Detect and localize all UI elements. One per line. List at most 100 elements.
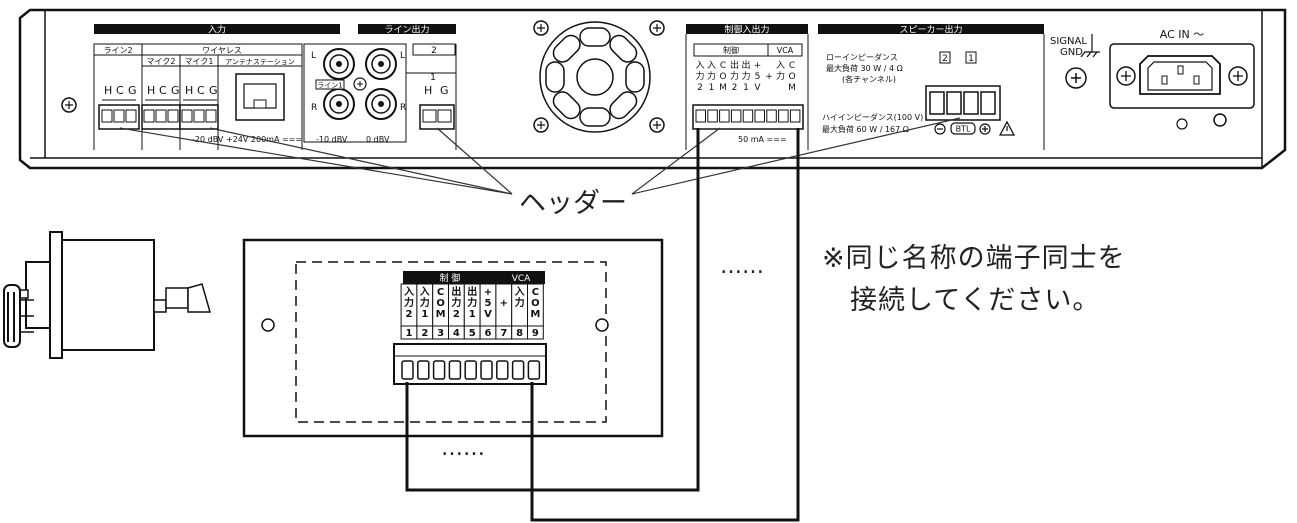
control-io-title: 制御入出力: [724, 24, 769, 36]
remote-terminal-pin: [417, 360, 430, 380]
fan-screw-icon: [533, 20, 665, 133]
remote-terminal-pin: [527, 360, 541, 380]
control-pin-char: 力: [730, 70, 739, 82]
remote-pin-char: 入: [420, 286, 430, 298]
line-out-1-label: 1: [430, 73, 436, 83]
remote-pin-char: 力: [515, 296, 525, 309]
speaker-ch1: 1: [968, 54, 974, 64]
remote-pin-number: 3: [437, 328, 444, 339]
line-out-2-label: 2: [431, 46, 437, 56]
hcg-label: C: [197, 84, 205, 97]
label-mic2: マイク2: [147, 57, 176, 66]
speaker-section-title: スピーカー出力: [899, 24, 962, 36]
remote-terminal-pin: [511, 360, 525, 380]
remote-terminal-pin: [401, 360, 414, 380]
remote-pin-char: +: [484, 287, 492, 298]
control-pin-char: M: [719, 83, 727, 93]
remote-pin-char: 2: [453, 309, 460, 320]
control-pin-char: 入: [776, 60, 785, 71]
remote-pin-char: M: [530, 309, 540, 320]
remote-pin-char: C: [532, 287, 539, 298]
control-pin-char: C: [789, 61, 795, 71]
speaker-ch2: 2: [942, 54, 948, 64]
remote-terminal-pin: [432, 360, 446, 380]
label-line1: ライン1: [317, 82, 342, 90]
control-pin-char: O: [788, 72, 795, 82]
terminal-block-line-out: [419, 104, 455, 130]
vca-label: VCA: [777, 46, 794, 55]
remote-pin-char: O: [531, 298, 540, 309]
remote-pin-char: O: [436, 298, 445, 309]
remote-pin-char: 力: [467, 296, 477, 309]
hcg-label: H: [104, 84, 112, 97]
header-callout-lines: [119, 117, 961, 195]
remote-panel: 制 御 VCA 入力21入力12COM3出力24出力15+5V6+7入力8COM…: [242, 238, 664, 438]
remote-terminal-pin: [496, 360, 509, 380]
low-impedance: ローインピーダンス: [826, 52, 898, 62]
cooling-fan-icon: [539, 21, 651, 133]
control-pin-char: O: [719, 72, 726, 82]
remote-pin-number: 6: [485, 328, 492, 339]
remote-pin-char: 力: [451, 296, 461, 309]
hcg-label: G: [171, 84, 180, 97]
control-pin-char: +: [765, 72, 773, 82]
ellipsis-top: ……: [720, 254, 764, 279]
remote-terminal-pin: [464, 360, 477, 380]
remote-pin-number: 7: [500, 328, 507, 339]
label-line2: ライン2: [103, 46, 132, 55]
terminal-block-line2: [98, 104, 140, 130]
remote-pin-char: 1: [469, 309, 476, 320]
terminal-block-speaker: [925, 85, 1001, 121]
remote-pin-char: M: [436, 309, 446, 320]
label-mic1: マイク1: [185, 57, 214, 66]
note-line-1: ※同じ名称の端子同士を: [822, 243, 1126, 274]
control-terminal-pin: [754, 109, 765, 123]
warning-icon: [998, 120, 1016, 136]
control-terminal-pin: [766, 109, 777, 123]
terminal-block-mic2: [141, 104, 181, 130]
rca-in-level: -10 dBV: [316, 135, 348, 144]
control-pin-char: V: [754, 83, 761, 93]
connection-wires: [405, 128, 800, 522]
control-terminal-pin: [789, 109, 801, 123]
remote-pin-number: 4: [453, 328, 460, 339]
control-pin-char: 入: [695, 60, 704, 71]
control-pin-char: M: [788, 83, 796, 93]
line-out-section-title: ライン出力: [384, 24, 429, 36]
control-current: 50 mA ===: [738, 135, 787, 144]
remote-pin-char: C: [437, 287, 444, 298]
rca-jacks: [303, 43, 407, 143]
hcg-label: G: [209, 84, 218, 97]
control-pin-char: 力: [741, 70, 750, 82]
high-load: 最大負荷 60 W / 167 Ω: [822, 124, 909, 134]
remote-terminal-pin: [480, 360, 493, 380]
terminal-block-control: [692, 104, 804, 130]
rca-L-out: L: [400, 51, 405, 61]
remote-pin-char: 力: [420, 296, 430, 309]
input-section-header: [94, 24, 340, 34]
volume-knob-side: [3, 231, 211, 359]
speaker-section-header: [818, 24, 1044, 34]
per-channel: (各チャンネル): [842, 74, 896, 84]
control-terminal-pin: [778, 109, 789, 123]
control-terminal-pin: [707, 109, 718, 123]
control-pin-char: 1: [743, 83, 749, 93]
rca-out-level: 0 dBV: [366, 135, 390, 144]
ellipsis-bottom: ……: [441, 436, 485, 461]
connection-note: ※同じ名称の端子同士を 接続してください。: [822, 238, 1126, 322]
hcg-label: C: [159, 84, 167, 97]
control-pin-char: 出: [730, 59, 739, 71]
remote-control-label: 制 御: [440, 272, 461, 284]
remote-pin-number: 5: [469, 328, 476, 339]
antenna-port: [235, 73, 285, 121]
hcg-label: H: [185, 84, 193, 97]
terminal-block-mic1: [179, 104, 219, 130]
control-pin-char: 2: [732, 83, 738, 93]
input-section-title: 入力: [208, 24, 226, 36]
remote-number-cell: [527, 325, 544, 340]
remote-pin-number: 1: [406, 328, 413, 339]
low-load: 最大負荷 30 W / 4 Ω: [826, 63, 903, 73]
rca-R-out: R: [400, 103, 406, 113]
